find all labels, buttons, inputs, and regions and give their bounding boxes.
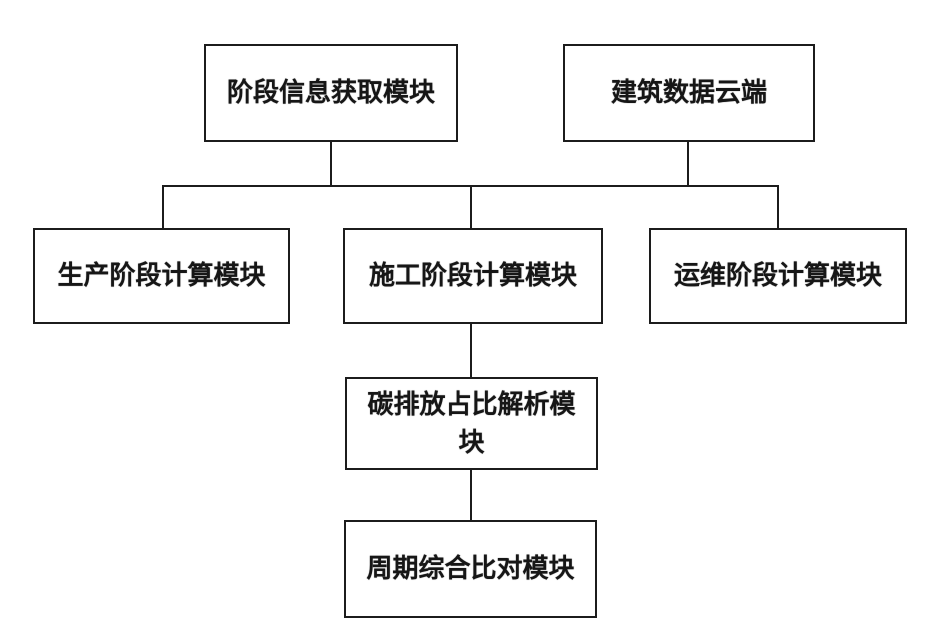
node-label: 施工阶段计算模块 xyxy=(368,261,577,291)
node-label: 阶段信息获取模块 xyxy=(226,78,435,108)
connector-bus-to-operation-module xyxy=(777,186,779,228)
node-label: 建筑数据云端 xyxy=(610,78,767,108)
node-cycle-comprehensive-comparison-module: 周期综合比对模块 xyxy=(344,520,597,618)
node-construction-stage-calc-module: 施工阶段计算模块 xyxy=(343,228,603,324)
node-label: 周期综合比对模块 xyxy=(366,554,575,584)
node-operation-maintenance-stage-calc-module: 运维阶段计算模块 xyxy=(649,228,907,324)
node-production-stage-calc-module: 生产阶段计算模块 xyxy=(33,228,290,324)
node-building-data-cloud: 建筑数据云端 xyxy=(563,44,815,142)
node-stage-info-acquisition-module: 阶段信息获取模块 xyxy=(204,44,458,142)
node-label: 生产阶段计算模块 xyxy=(57,261,266,291)
node-label: 运维阶段计算模块 xyxy=(673,261,882,291)
connector-stage-info-to-bus xyxy=(330,142,332,186)
connector-bus-to-production-module xyxy=(162,186,164,228)
node-carbon-emission-ratio-analysis-module: 碳排放占比解析模块 xyxy=(345,377,598,470)
connector-bus-to-construction-module xyxy=(470,186,472,228)
connector-cloud-to-bus xyxy=(687,142,689,186)
connector-construction-to-carbon-ratio xyxy=(470,324,472,377)
connector-carbon-ratio-to-cycle-compare xyxy=(470,470,472,520)
node-label: 碳排放占比解析模块 xyxy=(367,389,576,458)
